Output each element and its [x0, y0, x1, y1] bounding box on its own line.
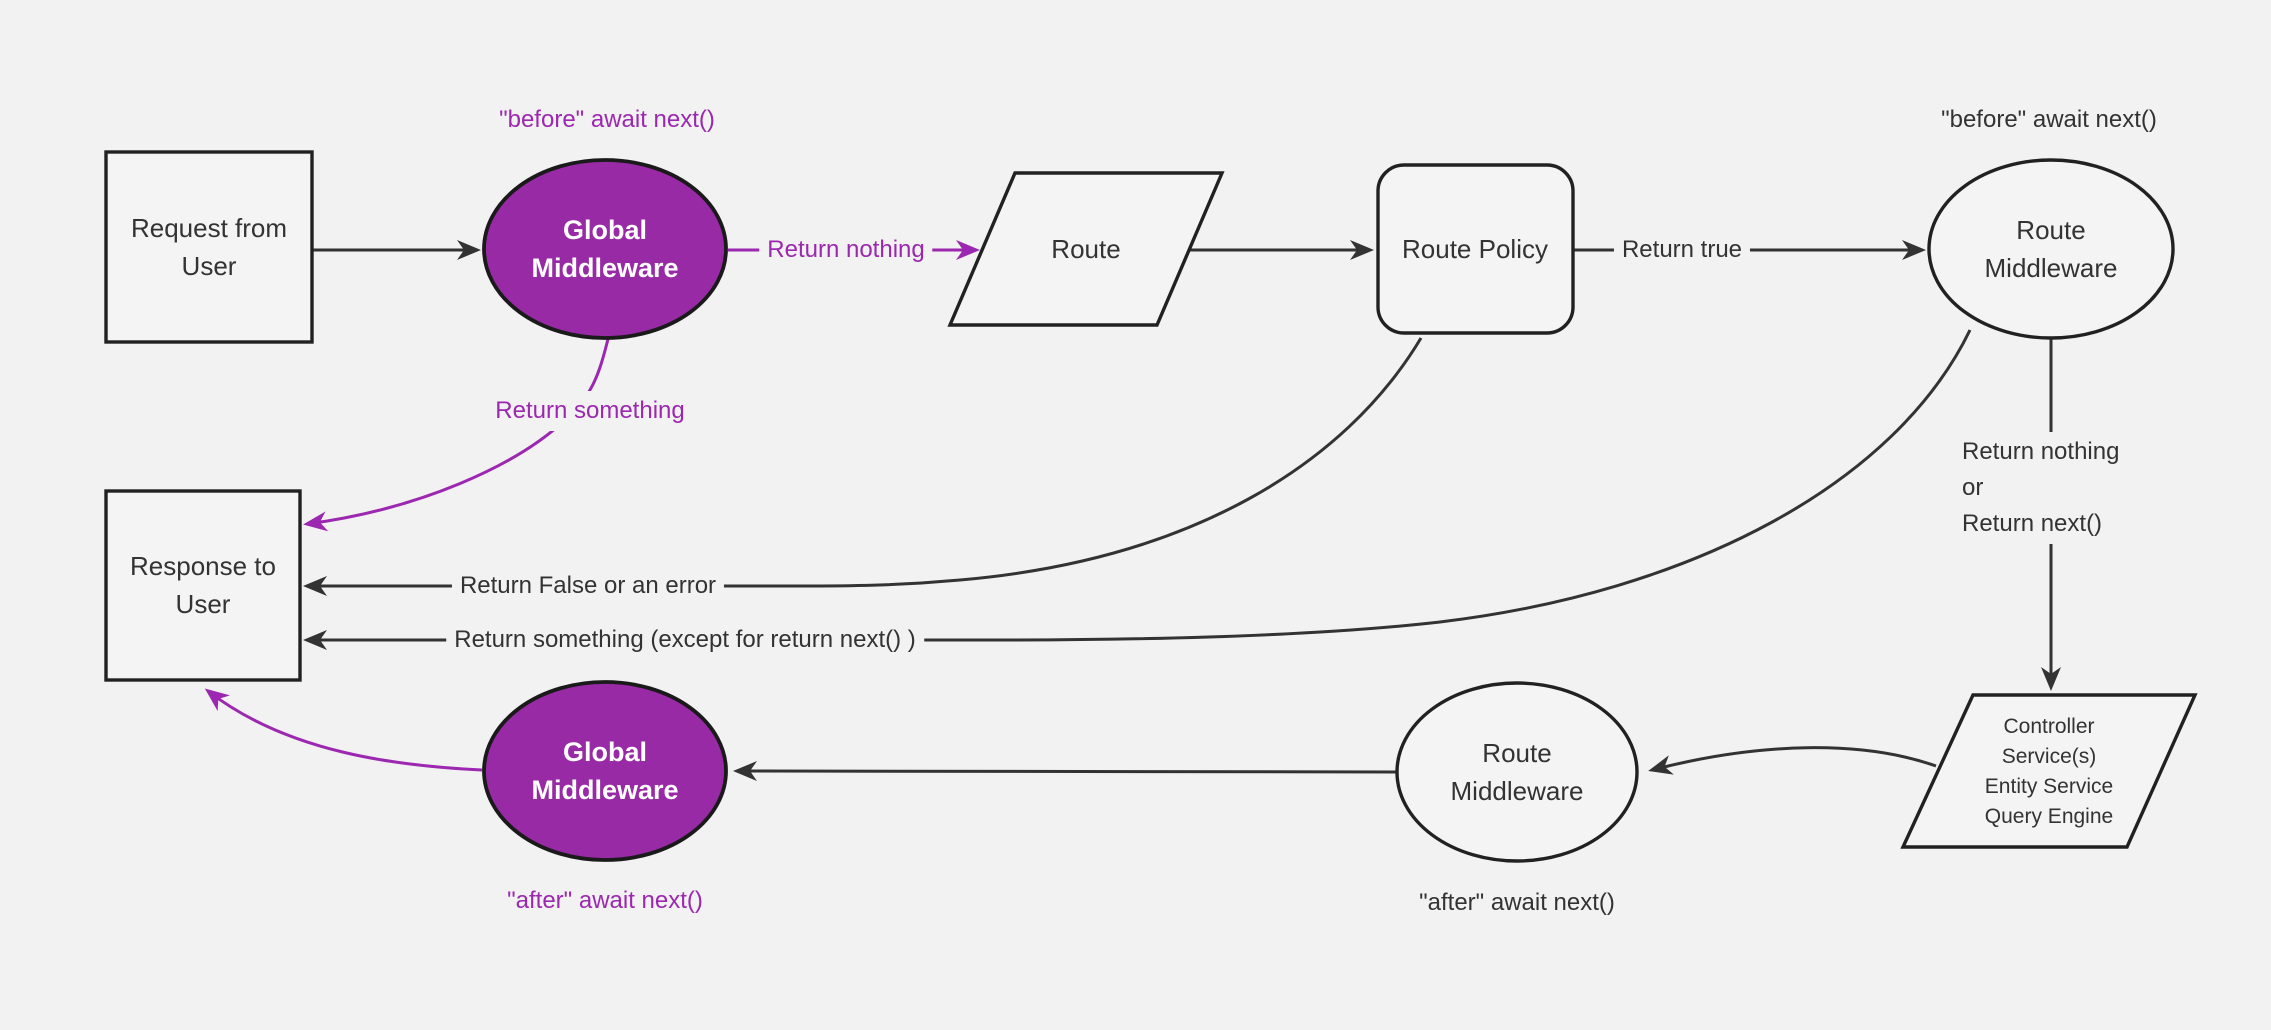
after-await-next-global-label: "after" await next() [507, 887, 703, 914]
before-await-next-global-label: "before" await next() [499, 106, 715, 133]
node-global-middleware-bottom [482, 680, 728, 862]
return-true-label: Return true [1613, 230, 1751, 270]
after-await-next-route-label: "after" await next() [1419, 889, 1615, 916]
node-route-middleware-bottom [1395, 681, 1639, 863]
edge-return-something-except-to-response [303, 329, 1972, 650]
node-controller-services [1900, 693, 2198, 849]
node-request-from-user [104, 150, 314, 344]
return-nothing-label: Return nothing [759, 230, 933, 270]
request-from-user-label: Request from User [130, 213, 288, 281]
edge-route-middleware-to-global-middleware-bottom [733, 761, 1397, 782]
before-await-next-route-label: "before" await next() [1941, 106, 2157, 133]
return-something-label: Return something [487, 391, 693, 431]
node-route-middleware-top [1927, 158, 2175, 340]
node-route-policy [1376, 163, 1575, 335]
edge-global-middleware-bottom-to-response [204, 688, 483, 772]
edge-return-something-to-response [303, 338, 610, 532]
edge-return-false-to-response [303, 337, 1423, 596]
route-middleware-bottom-label: Route Middleware [1450, 738, 1584, 806]
return-something-except-label: Return something (except for return next… [446, 620, 924, 660]
node-global-middleware-top [482, 158, 728, 340]
return-false-or-error-label: Return False or an error [451, 566, 725, 606]
node-route [947, 171, 1225, 327]
route-policy-label: Route Policy [1402, 234, 1548, 264]
controller-services-label: Controller Service(s) Entity Service Que… [1984, 715, 2114, 828]
return-nothing-or-next-label: Return nothing or Return next() [1954, 432, 2128, 544]
edge-controller-to-route-middleware-bottom [1648, 746, 1937, 775]
route-middleware-top-label: Route Middleware [1984, 215, 2118, 283]
global-middleware-top-label: Global Middleware [531, 215, 679, 283]
node-response-to-user [104, 489, 302, 682]
route-label: Route [1051, 234, 1121, 264]
response-to-user-label: Response to User [130, 551, 276, 619]
global-middleware-bottom-label: Global Middleware [531, 737, 679, 805]
